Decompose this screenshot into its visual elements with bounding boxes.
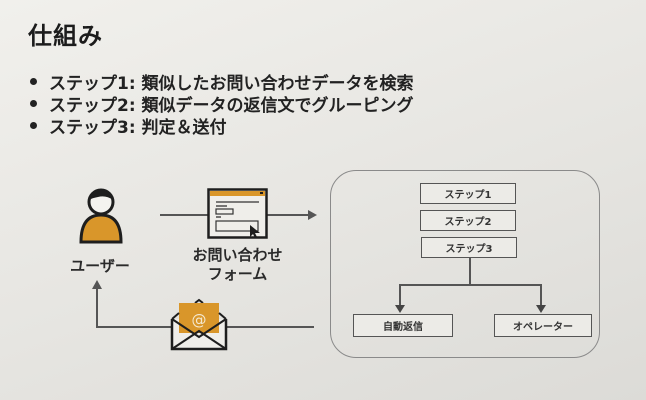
bullet-item: ステップ2: 類似データの返信文でグルーピング <box>26 92 414 116</box>
arrow-head-icon <box>92 280 102 289</box>
step-box-3: ステップ3 <box>421 237 517 258</box>
connector-line <box>264 214 312 216</box>
auto-reply-box: 自動返信 <box>353 314 453 337</box>
connector-line <box>226 326 314 328</box>
bullet-dot-icon <box>30 121 37 129</box>
arrow-head-icon <box>536 305 546 313</box>
connector-line <box>540 284 542 308</box>
user-icon <box>79 188 123 244</box>
email-icon: @ <box>170 298 228 351</box>
connector-line <box>160 214 212 216</box>
step-box-2: ステップ2 <box>420 210 516 231</box>
connector-line <box>96 286 98 327</box>
operator-box: オペレーター <box>494 314 592 337</box>
step-bullet-list: ステップ1: 類似したお問い合わせデータを検索 ステップ2: 類似データの返信文… <box>26 70 414 138</box>
bullet-dot-icon <box>30 99 37 107</box>
connector-line <box>399 284 541 286</box>
step-box-1: ステップ1 <box>420 183 516 204</box>
bullet-item: ステップ1: 類似したお問い合わせデータを検索 <box>26 70 414 94</box>
connector-line <box>469 258 471 284</box>
arrow-head-icon <box>308 210 317 220</box>
user-label: ユーザー <box>70 257 130 275</box>
bullet-dot-icon <box>30 77 37 85</box>
svg-text:@: @ <box>192 311 207 329</box>
inquiry-form-icon <box>207 188 268 239</box>
process-panel <box>330 170 600 358</box>
inquiry-form-label: お問い合わせ フォーム <box>192 246 283 283</box>
connector-line <box>399 284 401 308</box>
connector-line <box>96 326 172 328</box>
arrow-head-icon <box>395 305 405 313</box>
bullet-item: ステップ3: 判定＆送付 <box>26 114 414 138</box>
page-title: 仕組み <box>28 22 103 50</box>
